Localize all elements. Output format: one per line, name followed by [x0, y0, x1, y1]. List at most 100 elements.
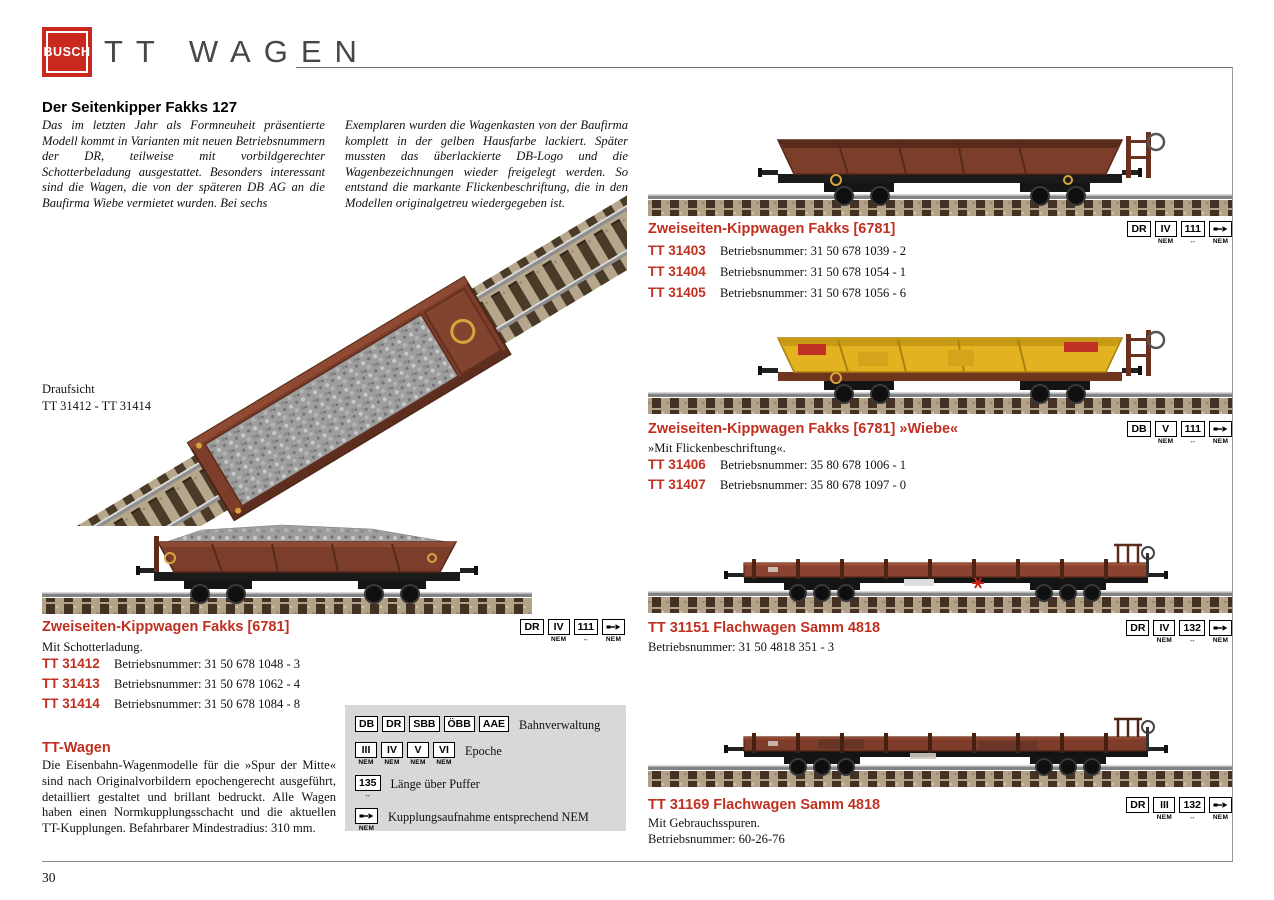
length-icon: 111↔ [1180, 221, 1205, 245]
photo-kippwagen-wiebe-gelb [648, 330, 1232, 414]
product-sku: TT 31412 [42, 656, 100, 671]
coupling-icon: NEM [1209, 620, 1232, 644]
admin-icon-aae: AAE [478, 716, 510, 732]
product-number: Betriebsnummer: 31 50 678 1048 - 3 [114, 657, 301, 671]
track-ballast [42, 598, 532, 614]
group3-heading: TT 31151 Flachwagen Samm 4818 [648, 620, 881, 636]
kippwagen-side [758, 132, 1166, 206]
group2-heading: Zweiseiten-Kippwagen Fakks [6781] »Wiebe… [648, 421, 959, 437]
legend-row-kupplung: NEM Kupplungsaufnahme entsprechend NEM [355, 808, 616, 832]
length-icon: 132↔ [1179, 620, 1205, 644]
red-asterisk-marking [972, 577, 984, 589]
coupling-icon: NEM [1209, 797, 1232, 821]
product-number: Betriebsnummer: 31 50 678 1054 - 1 [720, 265, 907, 279]
coupling-icon: NEM [1209, 421, 1232, 445]
page-number: 30 [42, 870, 56, 885]
photo-kippwagen-draufsicht [42, 194, 627, 526]
photo-flachwagen-31151 [648, 543, 1232, 613]
group2-header: Zweiseiten-Kippwagen Fakks [6781] »Wiebe… [648, 421, 1232, 445]
header-rule [296, 67, 1232, 68]
length-icon: 111↔ [1180, 421, 1205, 445]
flachwagen-side-weathered [724, 717, 1168, 776]
left-group-heading: Zweiseiten-Kippwagen Fakks [6781] [42, 619, 290, 635]
photo-flachwagen-31169 [648, 717, 1232, 787]
admin-icons: DB DR SBB ÖBB AAE [355, 716, 510, 732]
group4-subtitle: Mit Gebrauchsspuren. [648, 816, 760, 830]
group1-items: TT 31403 Betriebsnummer: 31 50 678 1039 -… [648, 243, 906, 306]
flachwagen-side [724, 543, 1168, 602]
coupling-icon: NEM [355, 808, 378, 832]
kippwagen-side [136, 524, 478, 604]
group1-heading: Zweiseiten-Kippwagen Fakks [6781] [648, 221, 896, 237]
length-icon: 111↔ [573, 619, 598, 643]
length-icon: 132↔ [1179, 797, 1205, 821]
product-sku: TT 31403 [648, 243, 706, 258]
busch-logo: BUSCH [42, 27, 92, 77]
busch-logo-frame: BUSCH [43, 31, 91, 73]
legend-label: Epoche [465, 744, 502, 758]
group2-subtitle: »Mit Flickenbeschriftung«. [648, 441, 786, 455]
legend-row-bahnverwaltung: DB DR SBB ÖBB AAE Bahnverwaltung [355, 716, 616, 733]
photo-caption-line1: Draufsicht [42, 382, 95, 396]
brake-platform [1114, 717, 1142, 737]
info-heading: TT-Wagen [42, 740, 111, 756]
length-icon: 135↔ [355, 775, 381, 799]
article-heading: Der Seitenkipper Fakks 127 [42, 99, 238, 116]
group3-number: Betriebsnummer: 31 50 4818 351 - 3 [648, 640, 835, 654]
wagon-top-view [186, 275, 512, 522]
busch-logo-text: BUSCH [43, 45, 91, 59]
article-column-1: Das im letzten Jahr als Formneuheit präs… [42, 118, 325, 210]
photo-kippwagen-braun [648, 132, 1232, 216]
info-body: Die Eisenbahn-Wagenmodelle für die »Spur… [42, 758, 336, 836]
admin-icon: DR [1126, 797, 1150, 821]
product-number: Betriebsnummer: 35 80 678 1006 - 1 [720, 458, 907, 472]
product-sku: TT 31414 [42, 696, 100, 711]
group4-number: Betriebsnummer: 60-26-76 [648, 832, 785, 846]
article-column-2: Exemplaren wurden die Wagenkasten von de… [345, 118, 628, 210]
product-number: Betriebsnummer: 35 80 678 1097 - 0 [720, 478, 907, 492]
admin-icon-db: DB [355, 716, 379, 732]
admin-icon: DB [1127, 421, 1151, 445]
photo-caption: Draufsicht TT 31412 - TT 31414 [42, 381, 151, 415]
product-sku: TT 31413 [42, 676, 100, 691]
product-row: TT 31413 Betriebsnummer: 31 50 678 1062 -… [42, 676, 300, 696]
admin-icon: DR [1126, 620, 1150, 644]
group4-heading: TT 31169 Flachwagen Samm 4818 [648, 797, 881, 813]
product-sku: TT 31407 [648, 477, 706, 492]
photo-caption-line2: TT 31412 - TT 31414 [42, 399, 152, 413]
admin-icon: DR [1127, 221, 1151, 245]
product-number: Betriebsnummer: 31 50 678 1062 - 4 [114, 677, 301, 691]
product-number: Betriebsnummer: 31 50 678 1039 - 2 [720, 244, 907, 258]
coupling-icon: NEM [1209, 221, 1232, 245]
product-row: TT 31407 Betriebsnummer: 35 80 678 1097 -… [648, 477, 906, 497]
legend-label: Länge über Puffer [390, 777, 480, 791]
kippwagen-side-gelb [758, 330, 1166, 404]
product-sku: TT 31405 [648, 285, 706, 300]
left-group-items: TT 31412 Betriebsnummer: 31 50 678 1048 -… [42, 656, 300, 716]
photo-kippwagen-schotter [42, 524, 532, 614]
right-column-rule [1232, 67, 1233, 861]
legend-label: Bahnverwaltung [519, 718, 601, 732]
admin-icon-oebb: ÖBB [443, 716, 475, 732]
